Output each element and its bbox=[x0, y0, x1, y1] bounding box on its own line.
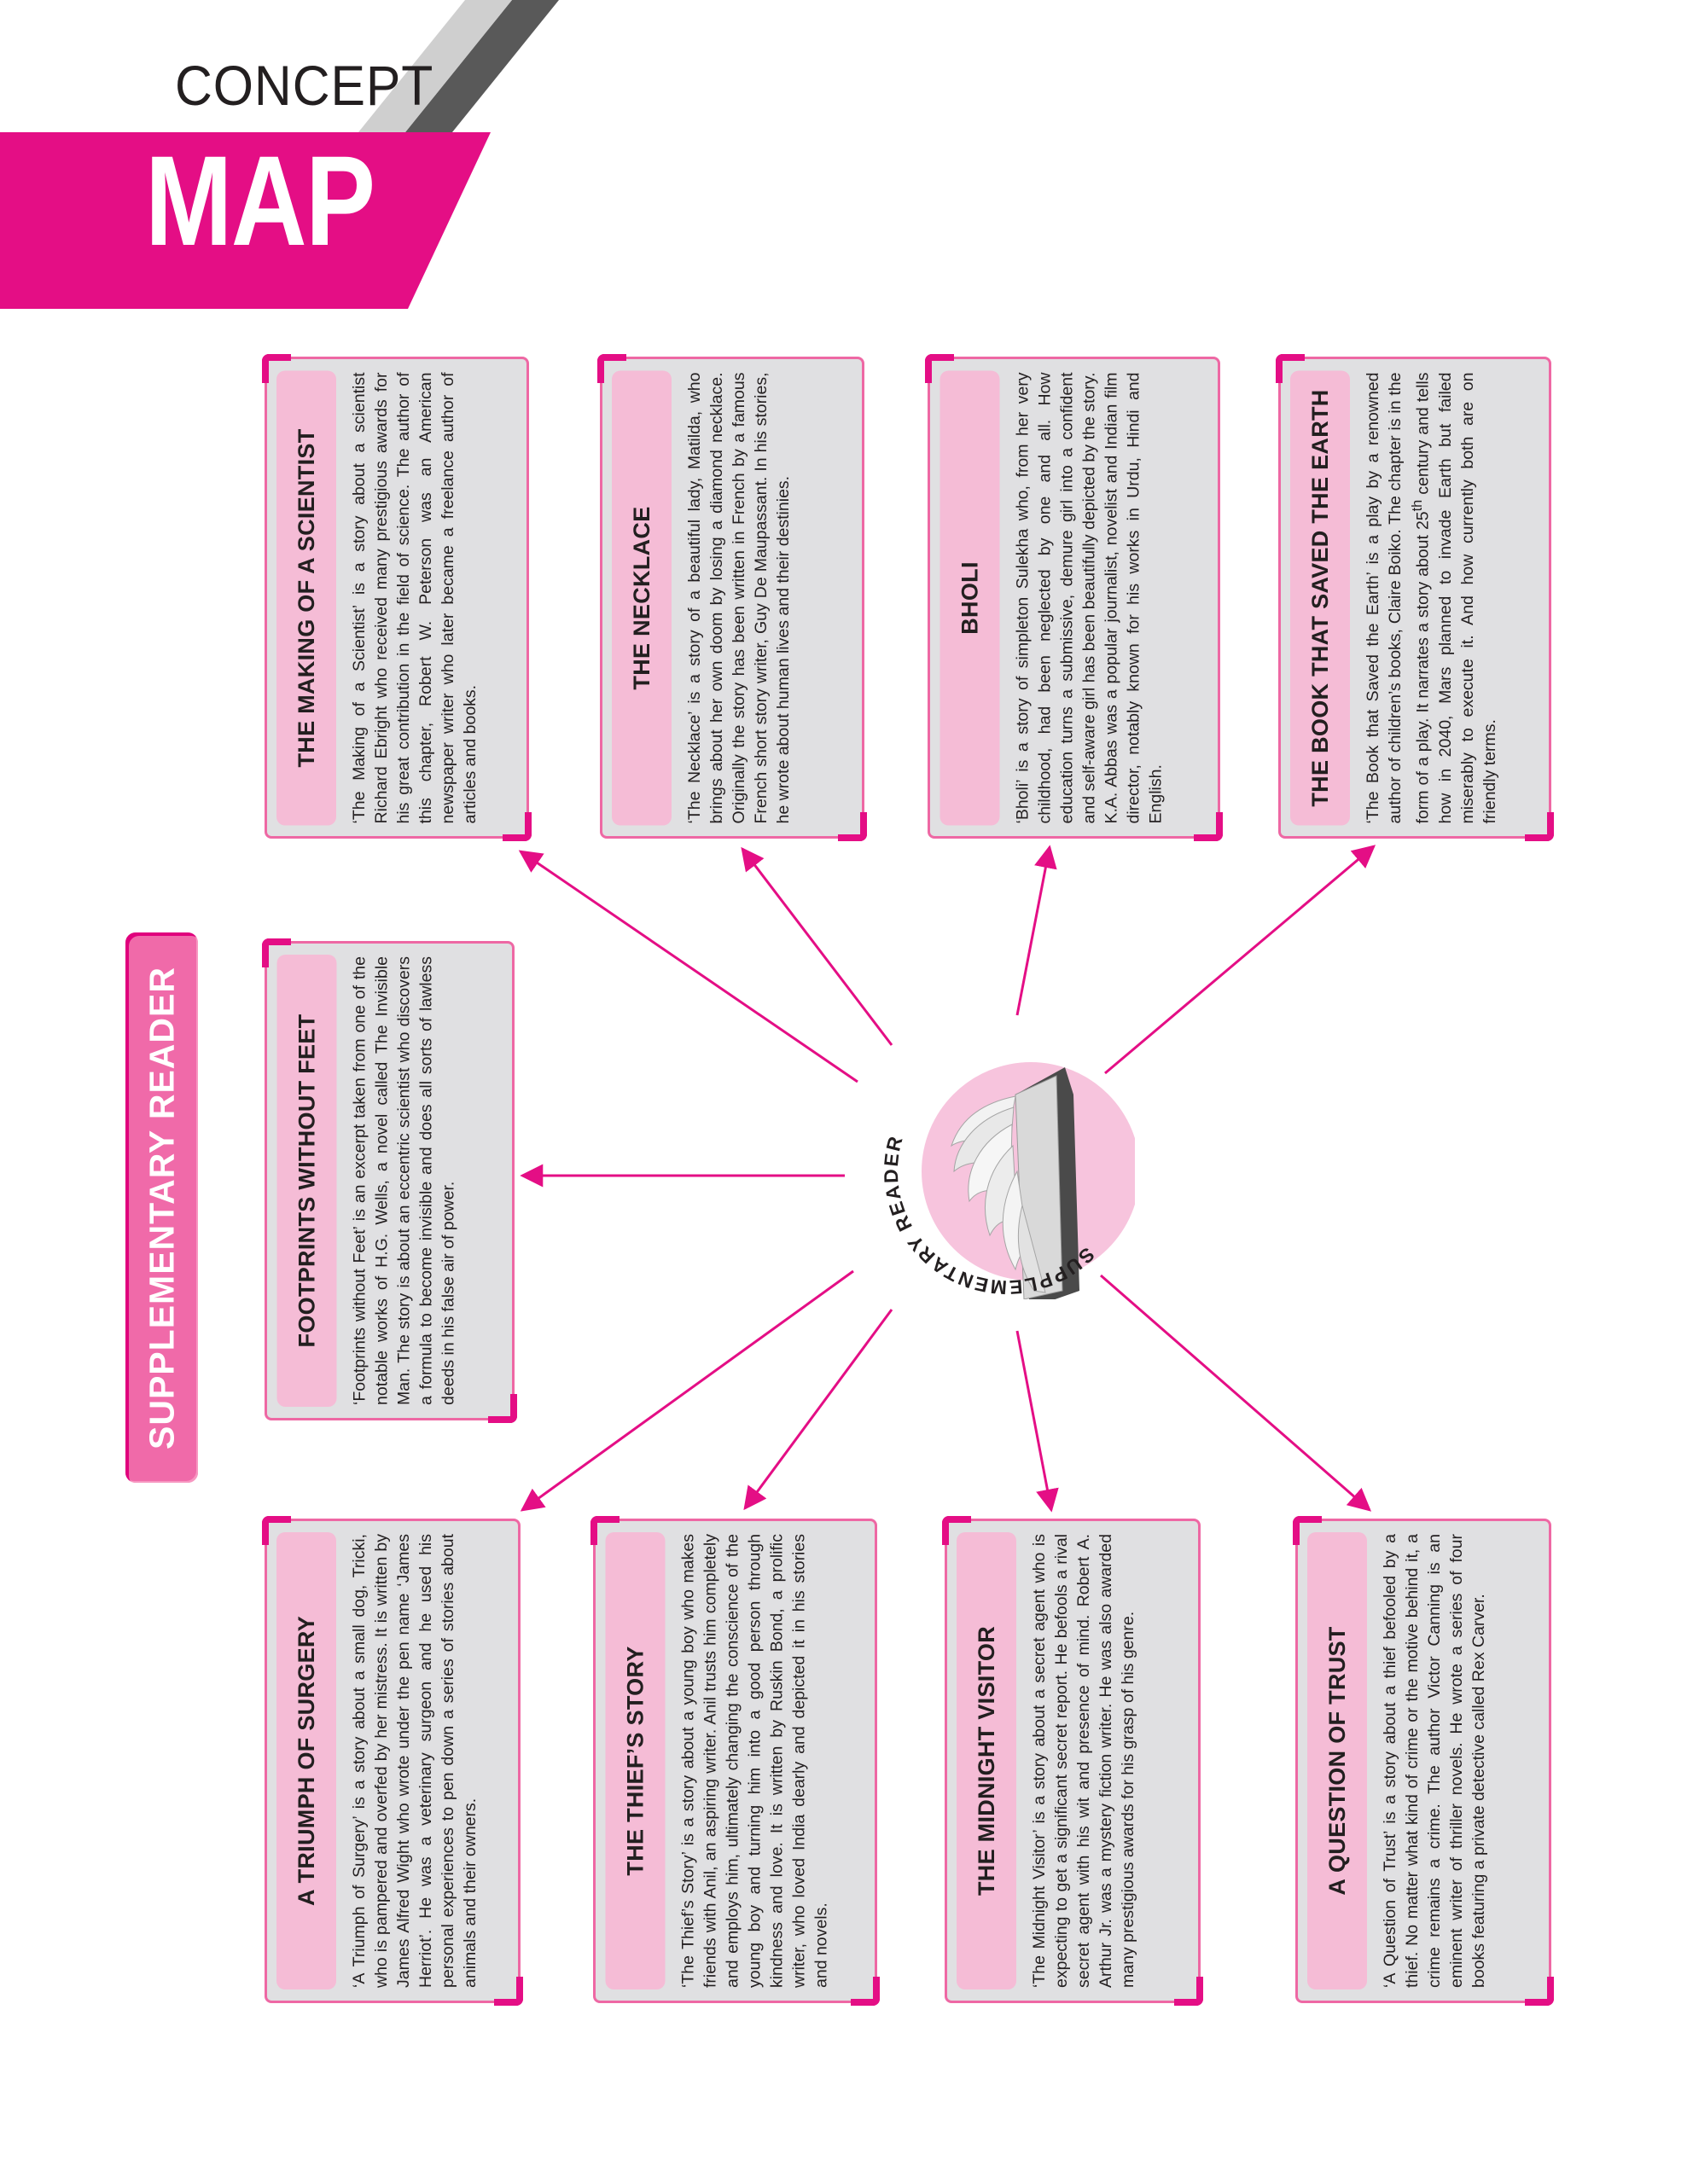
card-the-thiefs-story: THE THIEF’S STORY ‘The Thief’s Story’ is… bbox=[590, 1516, 880, 2006]
light-gray-stripe bbox=[358, 0, 512, 132]
card-triumph-of-surgery: A TRIUMPH OF SURGERY ‘A Triumph of Surge… bbox=[262, 1516, 523, 2006]
map-title: MAP bbox=[145, 129, 375, 272]
open-book-icon bbox=[951, 1067, 1079, 1299]
central-hub: SUPPLEMENTARY READER bbox=[879, 1043, 1135, 1299]
card-title: THE MIDNIGHT VISITOR bbox=[957, 1532, 1016, 1989]
card-description: ‘The Making of a Scientist’ is a story a… bbox=[350, 372, 480, 823]
arrow-to-trust bbox=[1100, 1274, 1372, 1512]
card-a-question-of-trust: A QUESTION OF TRUST ‘A Question of Trust… bbox=[1293, 1516, 1554, 2006]
card-description: ‘A Triumph of Surgery’ is a story about … bbox=[350, 1534, 480, 1988]
card-book-that-saved-the-earth: THE BOOK THAT SAVED THE EARTH ‘The Book … bbox=[1276, 354, 1554, 841]
card-description: ‘The Necklace’ is a story of a beautiful… bbox=[685, 372, 793, 823]
ordinal-suffix: th bbox=[1410, 499, 1425, 511]
arrow-to-bholi bbox=[1015, 845, 1057, 1016]
card-making-of-a-scientist: THE MAKING OF A SCIENTIST ‘The Making of… bbox=[262, 354, 532, 841]
card-description: ‘A Question of Trust’ is a story about a… bbox=[1381, 1534, 1488, 1988]
card-title: THE BOOK THAT SAVED THE EARTH bbox=[1290, 370, 1350, 825]
hub-graphic: SUPPLEMENTARY READER bbox=[880, 1062, 1135, 1299]
card-the-midnight-visitor: THE MIDNIGHT VISITOR ‘The Midnight Visit… bbox=[942, 1516, 1203, 2006]
arrow-to-earth bbox=[1104, 845, 1376, 1075]
arrow-to-surgery bbox=[520, 1269, 854, 1512]
card-title: BHOLI bbox=[939, 370, 999, 825]
card-footprints-without-feet: FOOTPRINTS WITHOUT FEET ‘Footprints with… bbox=[262, 938, 517, 1423]
card-the-necklace: THE NECKLACE ‘The Necklace’ is a story o… bbox=[597, 354, 867, 841]
card-title: FOOTPRINTS WITHOUT FEET bbox=[276, 955, 336, 1407]
arrow-to-thief bbox=[743, 1309, 893, 1511]
dark-gray-stripe bbox=[405, 0, 559, 132]
card-description: ‘The Book that Saved the Earth’ is a pla… bbox=[1350, 357, 1510, 839]
card-description: ‘The Thief’s Story’ is a story about a y… bbox=[678, 1534, 830, 1988]
supplementary-reader-label: SUPPLEMENTARY READER bbox=[125, 932, 198, 1483]
card-title: THE NECKLACE bbox=[612, 370, 672, 825]
concept-map-header: CONCEPT MAP bbox=[0, 0, 597, 324]
card-description: ‘Footprints without Feet’ is an excerpt … bbox=[350, 956, 457, 1405]
card-bholi: BHOLI ‘Bholi’ is a story of simpleton Su… bbox=[925, 354, 1223, 841]
header-stripes bbox=[0, 0, 559, 309]
card-description: ‘Bholi’ is a story of simpleton Sulekha … bbox=[1013, 372, 1165, 823]
arrow-to-scientist bbox=[518, 850, 858, 1083]
card-title: A QUESTION OF TRUST bbox=[1307, 1532, 1367, 1989]
arrow-to-necklace bbox=[741, 846, 893, 1046]
card-title: THE THIEF’S STORY bbox=[605, 1532, 665, 1989]
card-title: A TRIUMPH OF SURGERY bbox=[276, 1532, 336, 1989]
pink-banner bbox=[0, 132, 491, 309]
arrow-to-visitor bbox=[1015, 1330, 1059, 1513]
card-title: THE MAKING OF A SCIENTIST bbox=[276, 370, 336, 825]
card-description: ‘The Midnight Visitor’ is a story about … bbox=[1030, 1534, 1137, 1988]
